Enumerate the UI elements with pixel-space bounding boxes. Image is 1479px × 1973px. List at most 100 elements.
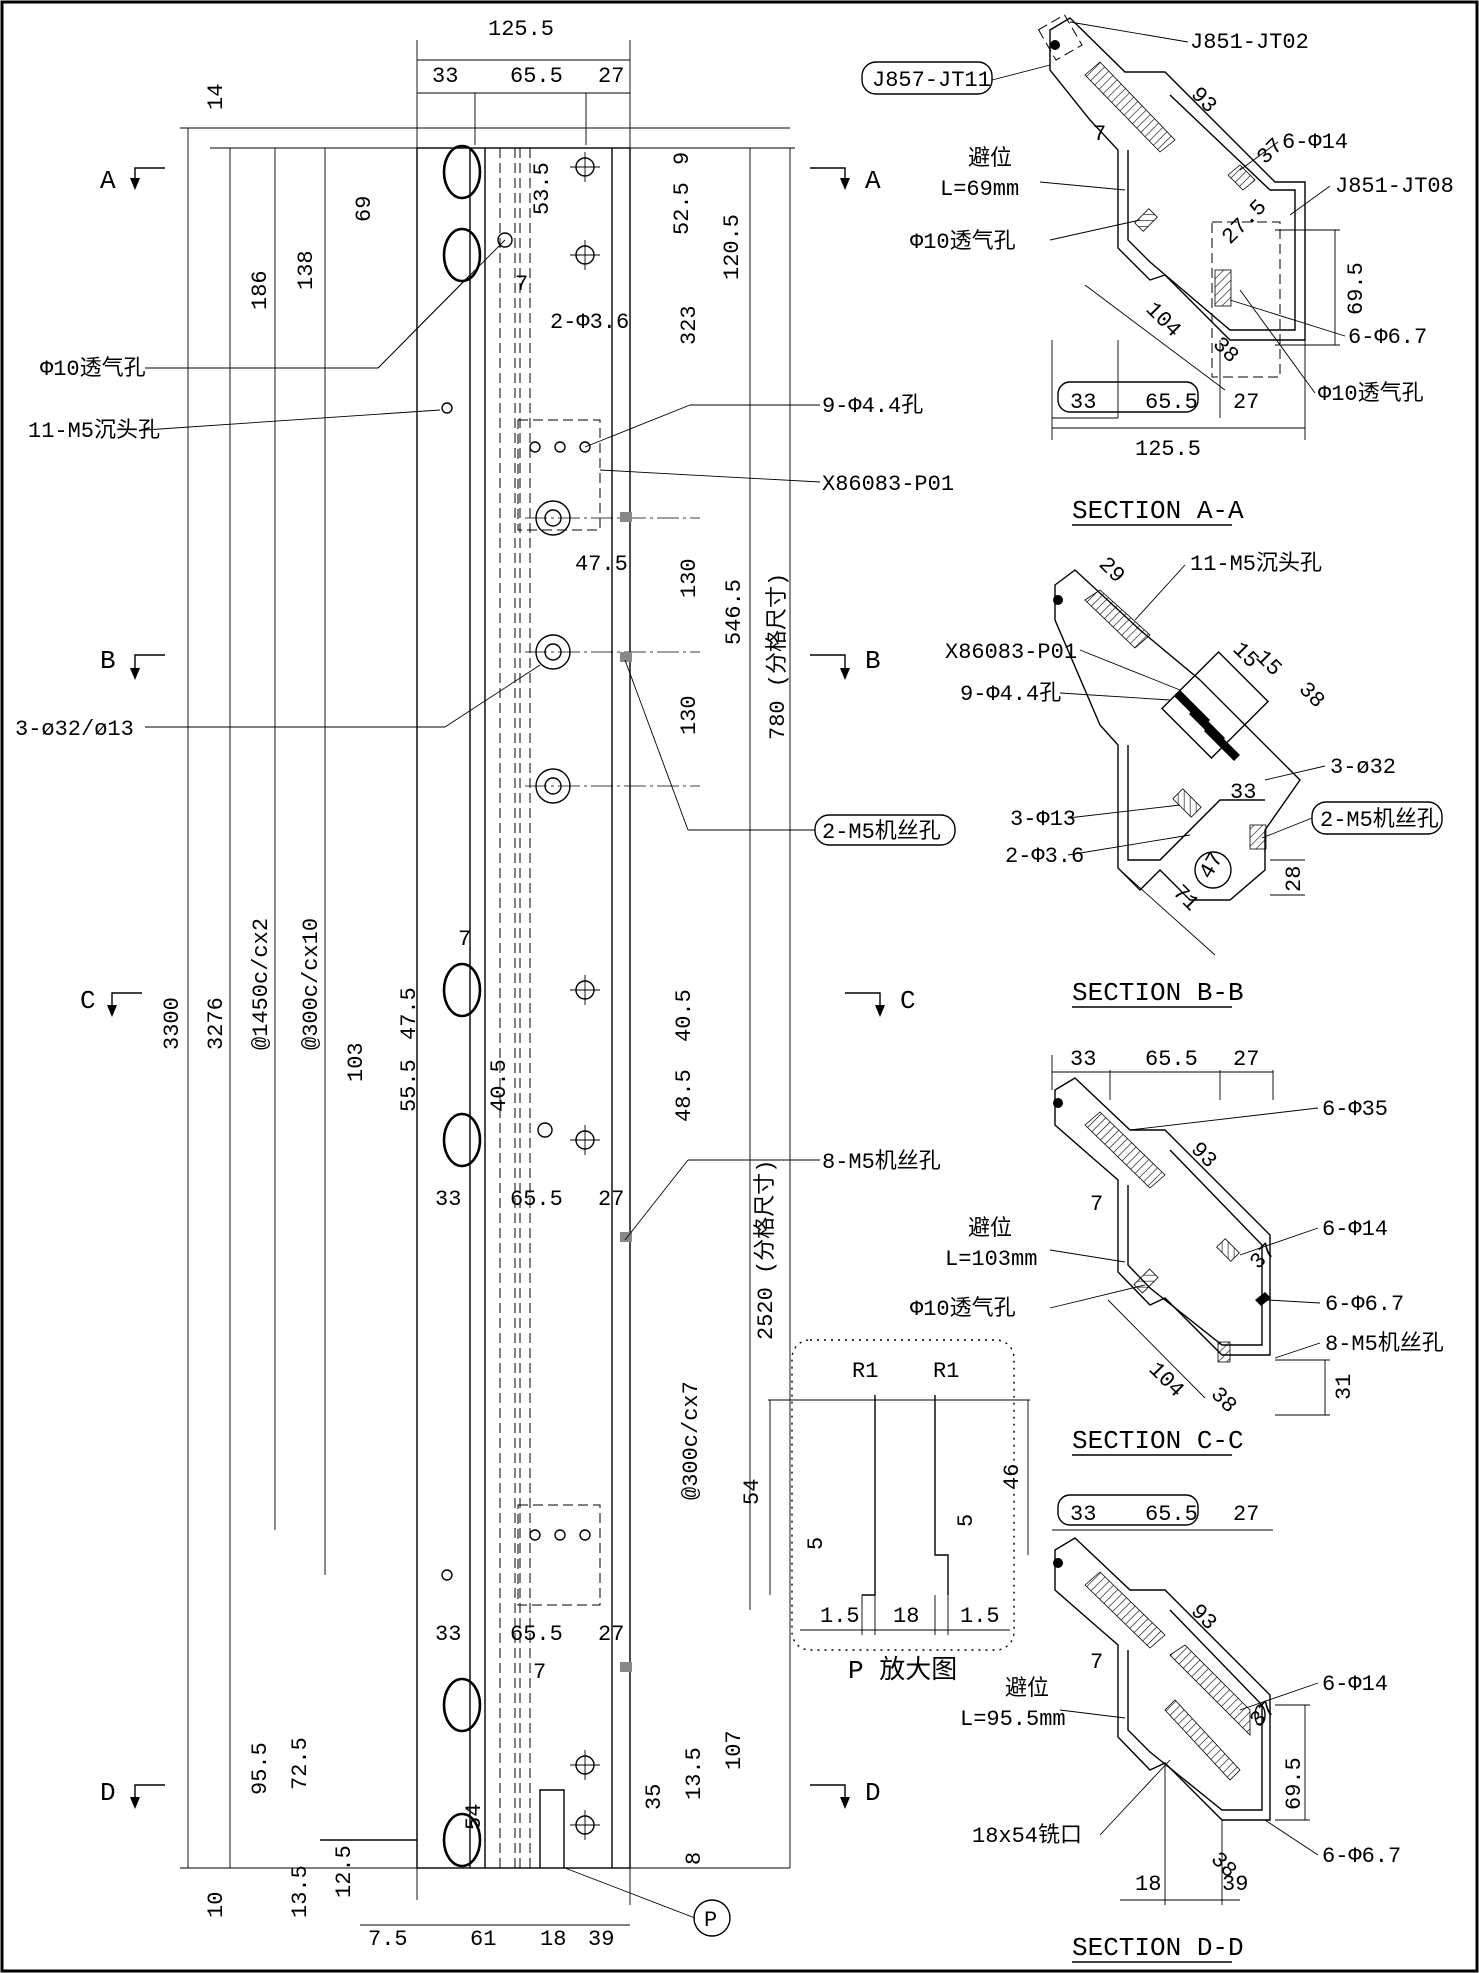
bb-dim-33: 33 <box>1230 780 1256 805</box>
dim-3276: 3276 <box>204 997 229 1050</box>
bb-part: X86083-P01 <box>945 640 1077 665</box>
bb-hole-4-4: 9-Φ4.4孔 <box>960 682 1061 707</box>
aa-vent: Φ10透气孔 <box>910 229 1016 255</box>
cc-m5: 8-M5机丝孔 <box>1325 1331 1444 1357</box>
dim-w655-low: 65.5 <box>510 1622 563 1647</box>
dim-w27-mid: 27 <box>598 1187 624 1212</box>
section-a-right: A <box>865 166 881 196</box>
detail-w1-5-a: 1.5 <box>820 1604 860 1629</box>
aa-hole-14: 6-Φ14 <box>1282 130 1348 155</box>
dim-7-b: 7 <box>458 927 471 952</box>
dd-title: SECTION D-D <box>1072 1933 1244 1963</box>
detail-h46: 46 <box>1000 1464 1025 1490</box>
cc-dim-7: 7 <box>1090 1192 1103 1217</box>
pitch-300-b: @300c/cx7 <box>679 1381 704 1500</box>
bb-hole-13: 3-Φ13 <box>1010 807 1076 832</box>
dd-mill: 18x54铣口 <box>972 1823 1082 1849</box>
pitch-300-a: @300c/cx10 <box>299 918 324 1050</box>
aa-dim-93: 93 <box>1185 82 1221 118</box>
dim-138: 138 <box>294 250 319 290</box>
cc-title: SECTION C-C <box>1072 1426 1244 1456</box>
dim-3300: 3300 <box>160 997 185 1050</box>
cc-avoid: 避位 <box>968 1216 1012 1242</box>
cc-w65-5: 65.5 <box>1145 1047 1198 1072</box>
dim-w33-mid: 33 <box>435 1187 461 1212</box>
aa-dim-38: 38 <box>1207 332 1243 368</box>
section-c-right: C <box>900 986 916 1016</box>
callout-hole-3-6: 2-Φ3.6 <box>550 310 629 335</box>
section-b-left: B <box>100 646 116 676</box>
small-44-holes <box>529 441 591 1541</box>
bb-screws <box>1174 690 1240 761</box>
dim-overall-width: 125.5 <box>488 17 554 42</box>
dim-546-5: 546.5 <box>722 579 747 645</box>
aa-w33: 33 <box>1070 390 1096 415</box>
dim-8: 8 <box>682 1852 707 1865</box>
bb-m5-countersunk: 11-M5沉头孔 <box>1190 551 1322 577</box>
dim-w27: 27 <box>598 64 624 89</box>
dim-39: 39 <box>588 1927 614 1952</box>
bb-hole-3-6: 2-Φ3.6 <box>1005 844 1084 869</box>
section-markers: A A B B C C D D <box>80 166 916 1809</box>
dim-12-5: 12.5 <box>332 1845 357 1898</box>
section-d-right: D <box>865 1778 881 1808</box>
dim-7-c: 7 <box>533 1660 546 1685</box>
detail-r1-a: R1 <box>852 1359 878 1384</box>
aa-w125-5: 125.5 <box>1135 437 1201 462</box>
dim-w655-mid: 65.5 <box>510 1187 563 1212</box>
dim-72-5: 72.5 <box>288 1737 313 1790</box>
dd-w27: 27 <box>1233 1502 1259 1527</box>
dim-13-5-b: 13.5 <box>288 1865 313 1918</box>
callout-m5-8: 8-M5机丝孔 <box>822 1149 941 1175</box>
pitch-1450: @1450c/cx2 <box>249 918 274 1050</box>
dim-40-5-b: 40.5 <box>672 989 697 1042</box>
dim-130-a: 130 <box>677 558 702 598</box>
aa-w27: 27 <box>1233 390 1259 415</box>
detail-h5-b: 5 <box>954 1514 979 1527</box>
dim-323: 323 <box>677 305 702 345</box>
large-32-holes <box>525 500 700 804</box>
cc-dim-38: 38 <box>1205 1382 1241 1418</box>
dim-14: 14 <box>204 84 229 110</box>
cc-avoid-len: L=103mm <box>945 1247 1037 1272</box>
detail-h54: 54 <box>740 1479 765 1505</box>
dim-7: 7 <box>515 272 528 297</box>
dim-52-5: 52.5 <box>670 182 695 235</box>
aa-ref-jt02: J851-JT02 <box>1190 30 1309 55</box>
cc-dim-104: 104 <box>1143 1357 1189 1403</box>
dd-hole-14: 6-Φ14 <box>1322 1672 1388 1697</box>
aa-avoid: 避位 <box>968 146 1012 172</box>
dim-w33: 33 <box>432 64 458 89</box>
detail-r1-b: R1 <box>933 1359 959 1384</box>
aa-dim-104: 104 <box>1140 297 1186 343</box>
aa-dim-7: 7 <box>1093 122 1106 147</box>
aa-title: SECTION A-A <box>1072 496 1244 526</box>
dd-w33: 33 <box>1070 1502 1096 1527</box>
callout-p-marker: P <box>704 1908 717 1933</box>
dim-47-5-b: 47.5 <box>397 987 422 1040</box>
dim-103: 103 <box>344 1042 369 1082</box>
dd-w65-5: 65.5 <box>1145 1502 1198 1527</box>
dim-w655: 65.5 <box>510 64 563 89</box>
dd-dim-39: 39 <box>1222 1872 1248 1897</box>
dim-61: 61 <box>470 1927 496 1952</box>
detail-title: P 放大图 <box>848 1655 957 1686</box>
dd-hole-6-7: 6-Φ6.7 <box>1322 1844 1401 1869</box>
section-d-left: D <box>100 1778 116 1808</box>
callout-vent: Φ10透气孔 <box>40 356 146 382</box>
aa-ref-jt08: J851-JT08 <box>1335 174 1454 199</box>
dim-55-5: 55.5 <box>397 1059 422 1112</box>
dim-35: 35 <box>642 1784 667 1810</box>
dd-dim-37: 37 <box>1245 1697 1281 1733</box>
dim-95-5: 95.5 <box>248 1742 273 1795</box>
aa-dim-69-5: 69.5 <box>1344 262 1369 315</box>
dim-w27-low: 27 <box>598 1622 624 1647</box>
dim-13-5: 13.5 <box>682 1747 707 1800</box>
section-b-right: B <box>865 646 881 676</box>
aa-hole-6-7: 6-Φ6.7 <box>1348 325 1427 350</box>
dim-2520: 2520 (分格尺寸) <box>753 1160 779 1340</box>
bb-dim-29: 29 <box>1093 552 1129 588</box>
callout-part-x86: X86083-P01 <box>822 472 954 497</box>
bb-dim-47: 47 <box>1194 848 1229 883</box>
